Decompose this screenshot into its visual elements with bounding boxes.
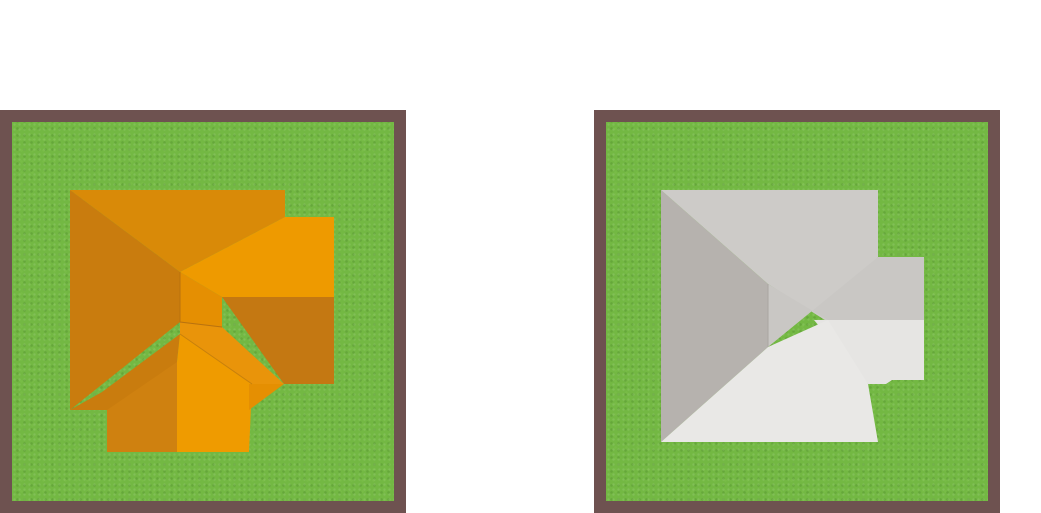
house-plot-orange[interactable]	[0, 110, 406, 513]
grey-roof-house-icon	[661, 190, 924, 442]
house-plot-grey[interactable]	[594, 110, 1000, 513]
orange-roof-house-icon	[70, 190, 334, 452]
